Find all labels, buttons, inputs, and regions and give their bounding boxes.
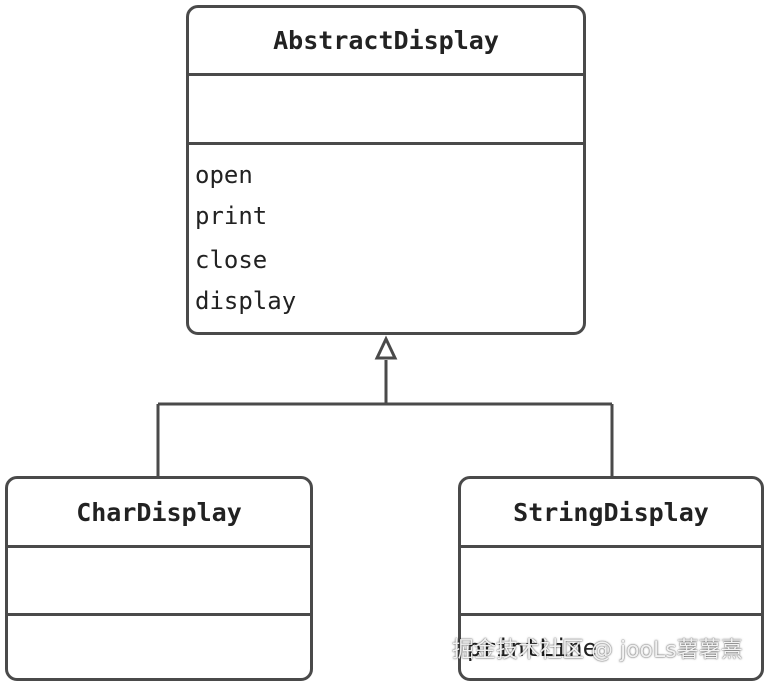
- attributes-section: [8, 545, 310, 613]
- operations-section: [8, 613, 310, 678]
- watermark-text: 掘金技术社区 @ jooLs薯薯熹: [452, 638, 743, 663]
- class-name: AbstractDisplay: [273, 26, 499, 55]
- operation-display: display: [195, 287, 297, 315]
- operations-section: printLine: [461, 613, 761, 678]
- class-name: CharDisplay: [76, 497, 242, 527]
- attributes-section: [189, 73, 583, 142]
- class-abstract-display: AbstractDisplay open print close display: [186, 5, 586, 335]
- class-name-section: CharDisplay: [8, 479, 310, 545]
- operations-section: open print close display: [189, 142, 583, 332]
- operation-close: close: [195, 246, 268, 274]
- class-name-section: AbstractDisplay: [189, 8, 583, 73]
- generalization-line: [156, 360, 614, 478]
- class-string-display: StringDisplay printLine: [458, 476, 764, 681]
- operation-open: open: [195, 161, 253, 189]
- generalization-arrowhead: [374, 335, 398, 360]
- class-char-display: CharDisplay: [5, 476, 313, 681]
- attributes-section: [461, 545, 761, 613]
- class-name: StringDisplay: [513, 497, 709, 527]
- operation-print: print: [195, 202, 268, 230]
- operation-printline: printLine: [467, 634, 598, 662]
- class-name-section: StringDisplay: [461, 479, 761, 545]
